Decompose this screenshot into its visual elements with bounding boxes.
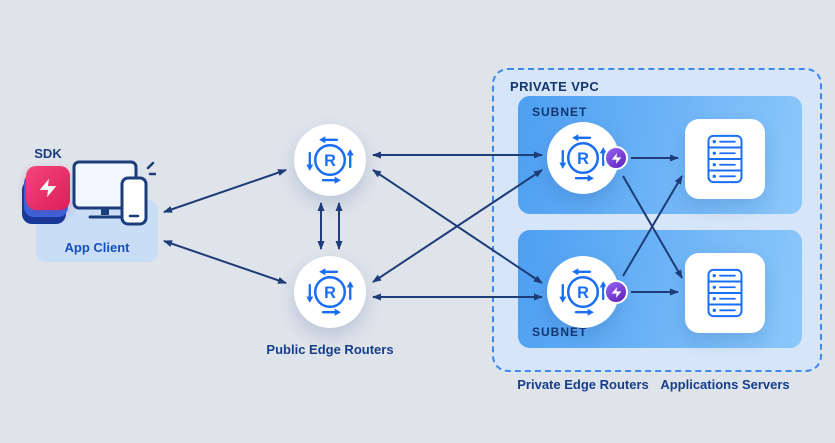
sdk-layer-top — [26, 166, 70, 210]
public-edge-routers-label: Public Edge Routers — [266, 342, 394, 357]
lightning-bolt-icon — [39, 178, 57, 198]
lightning-badge-2 — [604, 280, 628, 304]
application-server-1 — [685, 119, 765, 199]
svg-text:R: R — [577, 284, 589, 302]
svg-text:R: R — [324, 284, 336, 302]
public-edge-router-2: R — [294, 256, 366, 328]
lightning-bolt-icon — [611, 152, 621, 164]
lightning-badge-1 — [604, 146, 628, 170]
router-icon: R — [306, 136, 354, 184]
private-edge-router-2: R — [547, 256, 619, 328]
applications-servers-label: Applications Servers — [660, 377, 790, 392]
svg-text:R: R — [324, 152, 336, 170]
app-client-label: App Client — [64, 240, 130, 255]
public-edge-router-1: R — [294, 124, 366, 196]
router-icon: R — [306, 268, 354, 316]
lightning-bolt-icon — [611, 286, 621, 298]
router-icon: R — [559, 268, 607, 316]
client-devices-icon — [72, 160, 156, 226]
spark-icon — [146, 161, 156, 176]
subnet-1-label: SUBNET — [532, 105, 588, 119]
private-vpc-title: PRIVATE VPC — [510, 79, 600, 94]
svg-text:R: R — [577, 150, 589, 168]
connection-arrow — [163, 169, 287, 213]
application-server-2 — [685, 253, 765, 333]
sdk-label: SDK — [34, 146, 62, 161]
server-rack-icon — [707, 134, 743, 184]
router-icon: R — [559, 134, 607, 182]
private-edge-routers-label: Private Edge Routers — [517, 377, 649, 392]
sdk-icon — [22, 166, 78, 228]
phone-icon — [120, 176, 148, 226]
connection-arrow — [163, 240, 287, 284]
private-vpc-container: PRIVATE VPC SUBNET SUBNET — [492, 68, 822, 372]
server-rack-icon — [707, 268, 743, 318]
subnet-2-label: SUBNET — [532, 325, 588, 339]
